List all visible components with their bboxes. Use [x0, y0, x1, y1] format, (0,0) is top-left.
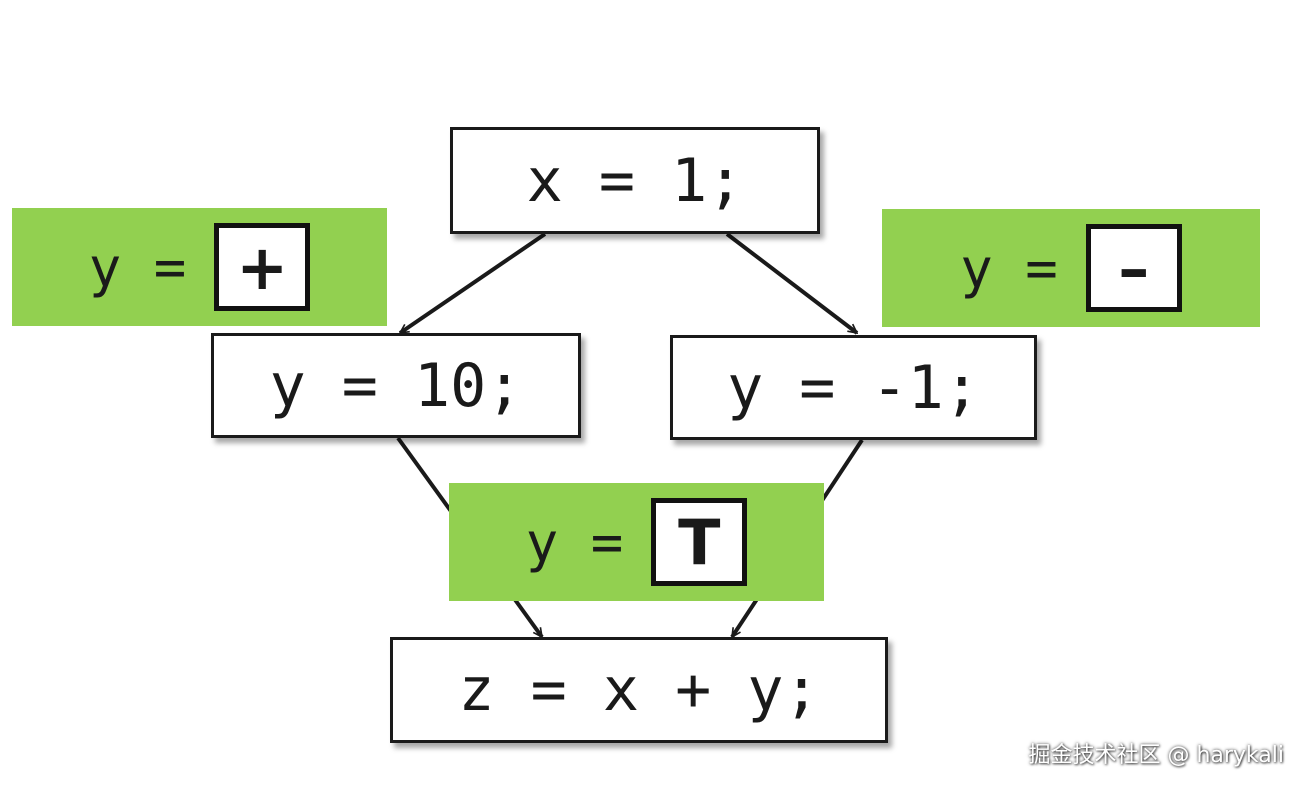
node-assign-y-pos: y = 10;	[211, 333, 581, 438]
fact-box-left: y = +	[12, 208, 387, 326]
fact-box-right: y = –	[882, 209, 1260, 327]
fact-merge-text: y =	[525, 510, 624, 574]
lattice-value-plus: +	[214, 223, 311, 311]
watermark: 掘金技术社区 @ harykali	[1028, 743, 1284, 768]
lattice-value-top: T	[651, 498, 748, 586]
node-assign-z: z = x + y;	[390, 637, 888, 743]
node-assign-y-neg-text: y = -1;	[727, 352, 980, 423]
node-assign-x: x = 1;	[450, 127, 820, 234]
fact-left-text: y =	[88, 235, 187, 299]
node-assign-y-neg: y = -1;	[670, 335, 1037, 440]
node-assign-x-text: x = 1;	[526, 145, 744, 216]
edge-x-to-yneg1	[725, 232, 857, 335]
lattice-value-minus: –	[1085, 224, 1182, 312]
edge-x-to-y10	[400, 232, 547, 335]
node-assign-z-text: z = x + y;	[458, 655, 820, 725]
fact-box-merge: y = T	[449, 483, 824, 601]
node-assign-y-pos-text: y = 10;	[269, 350, 523, 421]
fact-right-text: y =	[960, 236, 1058, 300]
